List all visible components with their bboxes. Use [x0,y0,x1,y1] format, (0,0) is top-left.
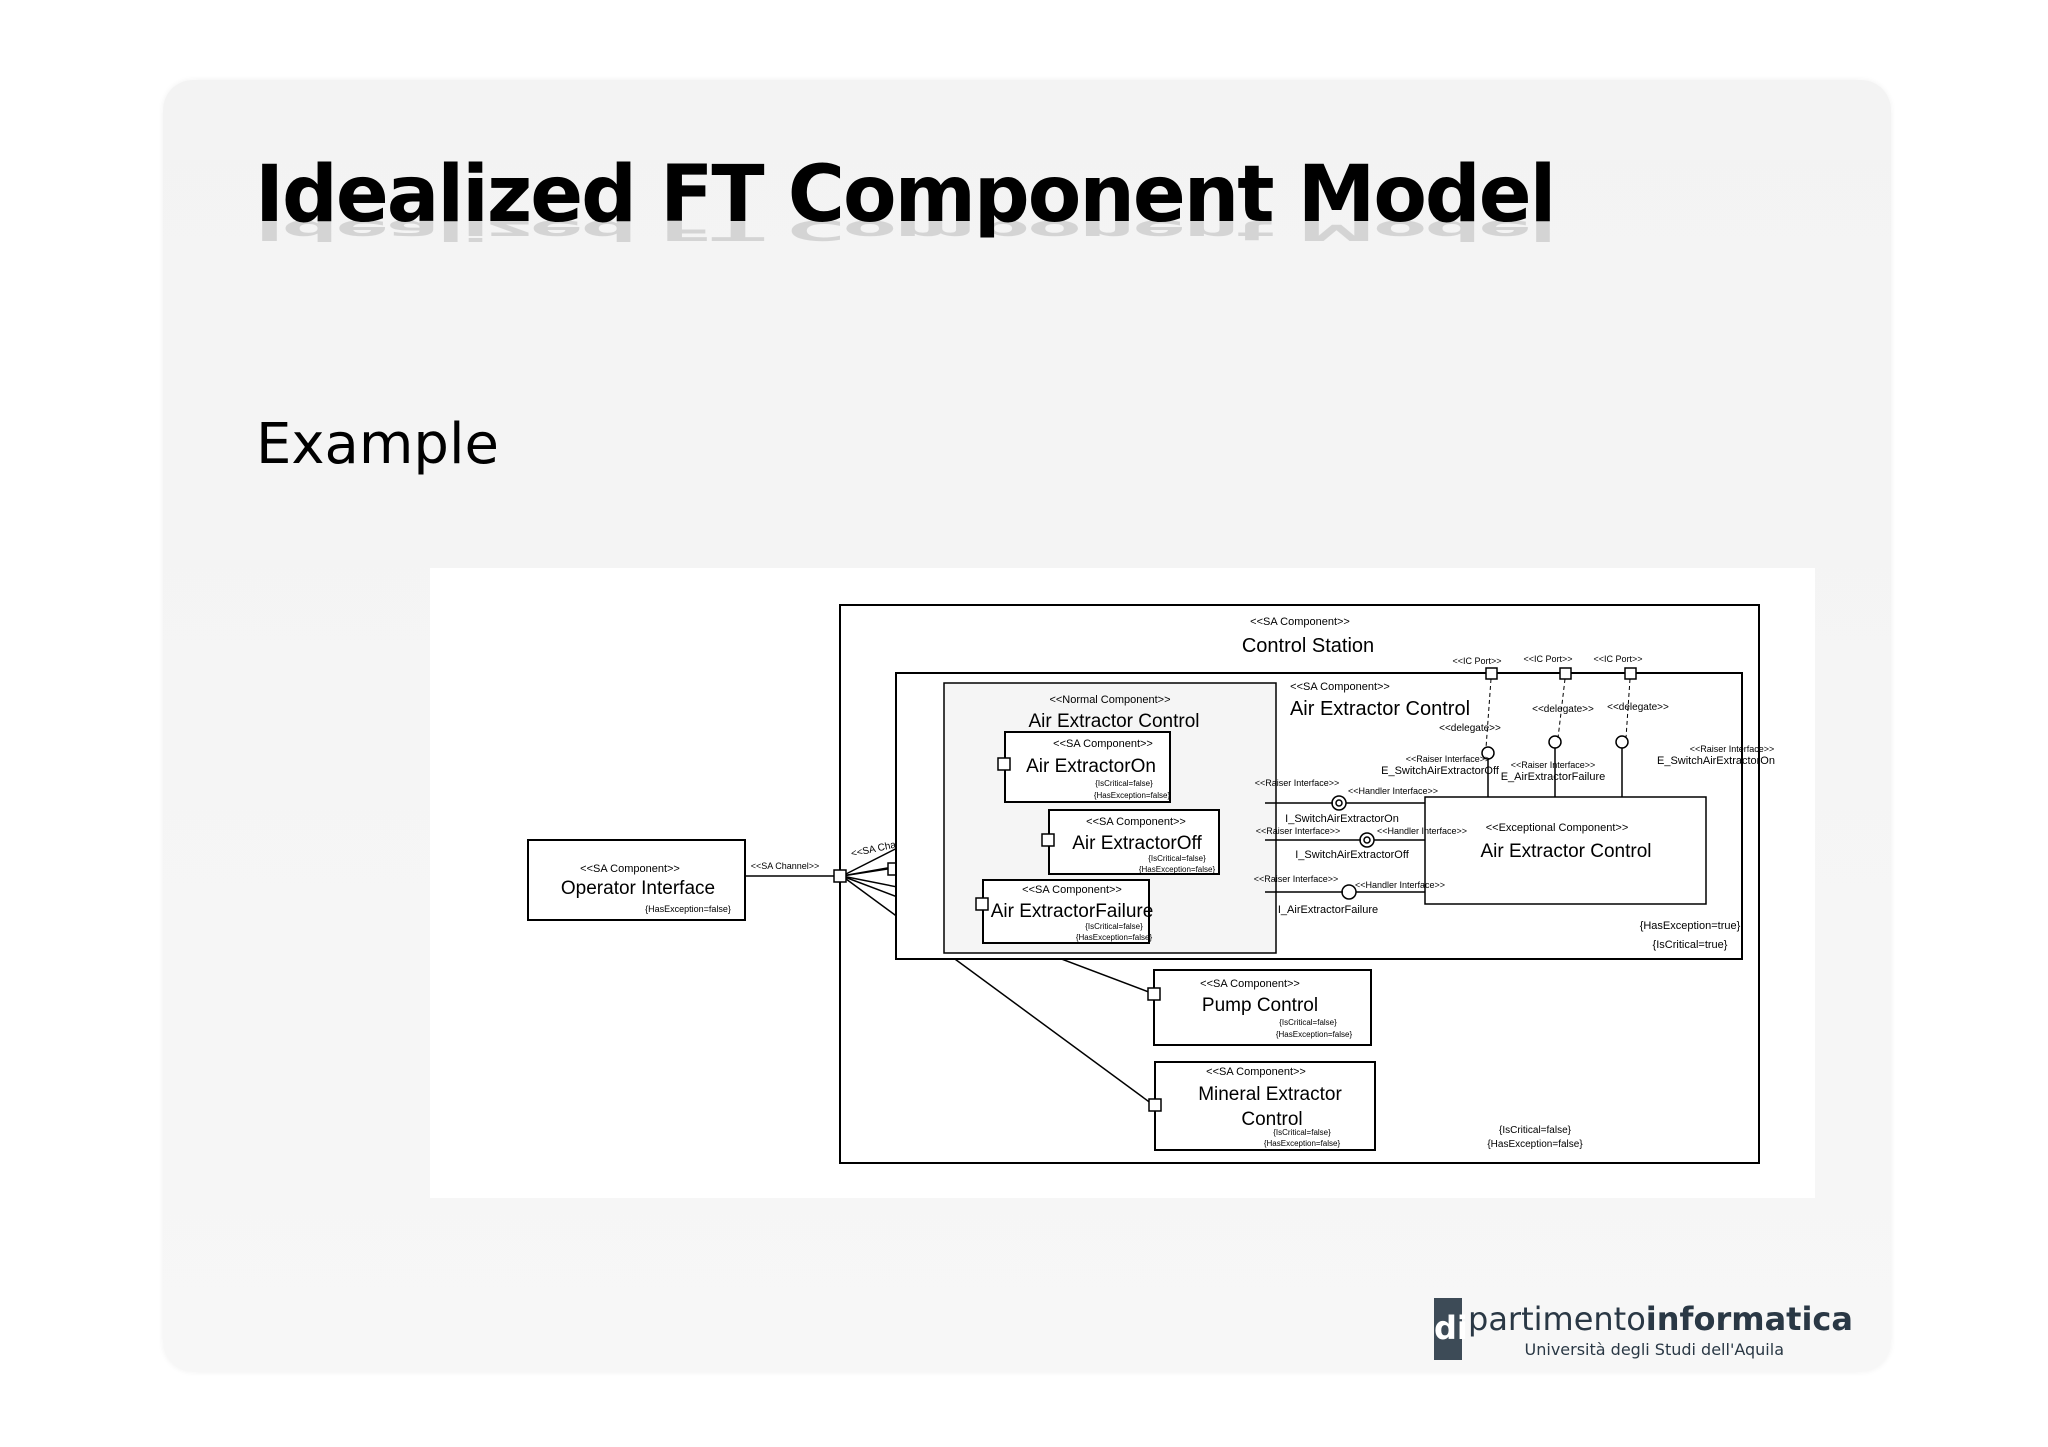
pump-control-exception: {HasException=false} [1276,1030,1353,1039]
logo-wordmark: partimentoinformatica [1468,1300,1853,1338]
air-extractor-on-stereotype: <<SA Component>> [1053,738,1153,750]
air-extractor-off-name: Air ExtractorOff [1072,833,1202,854]
operator-interface-name: Operator Interface [561,878,715,899]
air-extractor-on-exception: {HasException=false} [1094,791,1171,800]
pump-control-stereotype: <<SA Component>> [1200,978,1300,990]
operator-interface-box: <<SA Component>> Operator Interface {Has… [527,839,746,921]
exceptional-component-name: Air Extractor Control [1480,841,1651,862]
control-station-stereotype: <<SA Component>> [1250,616,1350,628]
air-extractor-on-critical: {IsCritical=false} [1095,779,1153,788]
control-station-critical: {IsCritical=false} [1499,1125,1572,1136]
air-extractor-control-sa-name: Air Extractor Control [1290,698,1470,720]
slide-title-reflection: Idealized FT Component Model [255,214,1555,247]
air-extractor-failure-box: <<SA Component>> Air ExtractorFailure {I… [975,879,1154,944]
exceptional-component-box: <<Exceptional Component>> Air Extractor … [1424,796,1707,905]
operator-interface-stereotype: <<SA Component>> [580,863,680,875]
air-extractor-failure-critical: {IsCritical=false} [1085,922,1143,931]
e-switch-on-label: E_SwitchAirExtractorOn [1657,755,1775,767]
slide-title: Idealized FT Component Model [255,150,1556,240]
air-extractor-off-critical: {IsCritical=false} [1148,854,1206,863]
air-extractor-off-box: <<SA Component>> Air ExtractorOff {IsCri… [1041,809,1220,875]
air-extractor-off-stereotype: <<SA Component>> [1086,816,1186,828]
air-extractor-on-box: <<SA Component>> Air ExtractorOn {IsCrit… [997,731,1171,803]
operator-interface-exception: {HasException=false} [645,904,731,914]
university-logo: di partimentoinformatica Università degl… [1434,1298,1853,1360]
delegate-label-3: <<delegate>> [1607,702,1669,713]
air-extractor-control-sa-exception: {HasException=true} [1640,920,1741,932]
air-extractor-off-exception: {HasException=false} [1139,865,1216,874]
e-switch-off-label: E_SwitchAirExtractorOff [1381,765,1500,777]
logo-wordmark-bold: informatica [1645,1300,1853,1338]
mineral-extractor-control-name-line1: Mineral Extractor [1198,1084,1342,1105]
pump-control-box: <<SA Component>> Pump Control {IsCritica… [1147,969,1372,1046]
raiser-interface-label-6: <<Raiser Interface>> [1254,874,1339,884]
mineral-extractor-control-critical: {IsCritical=false} [1273,1128,1331,1137]
i-switch-on-label: I_SwitchAirExtractorOn [1285,813,1399,825]
raiser-interface-label-2: <<Raiser Interface>> [1511,760,1596,770]
pump-control-critical: {IsCritical=false} [1279,1018,1337,1027]
mineral-extractor-control-name-line2: Control [1241,1109,1302,1130]
ic-port-label-2: <<IC Port>> [1523,654,1572,664]
delegate-label-1: <<delegate>> [1439,723,1501,734]
handler-interface-label-3: <<Handler Interface>> [1355,880,1445,890]
ic-ports: <<IC Port>> <<IC Port>> <<IC Port>> [1452,654,1643,680]
handler-interface-label-2: <<Handler Interface>> [1377,826,1467,836]
ic-port-label-1: <<IC Port>> [1452,656,1501,666]
normal-component-stereotype: <<Normal Component>> [1049,694,1170,706]
air-extractor-failure-exception: {HasException=false} [1076,933,1153,942]
raiser-interface-label-1: <<Raiser Interface>> [1406,754,1491,764]
delegate-label-2: <<delegate>> [1532,704,1594,715]
control-station-exception: {HasException=false} [1487,1139,1583,1150]
ic-port-label-3: <<IC Port>> [1593,654,1642,664]
logo-wordmark-light: partimento [1468,1300,1646,1338]
pump-control-name: Pump Control [1202,995,1318,1016]
mineral-extractor-control-box: <<SA Component>> Mineral Extractor Contr… [1148,1061,1376,1151]
handler-connectors [1265,795,1425,900]
mineral-extractor-control-exception: {HasException=false} [1264,1139,1341,1148]
air-extractor-on-name: Air ExtractorOn [1026,756,1156,777]
channel-label-1: <<SA Channel>> [751,861,820,871]
exceptional-component-stereotype: <<Exceptional Component>> [1486,822,1629,834]
e-failure-label: E_AirExtractorFailure [1501,771,1606,783]
air-extractor-failure-name: Air ExtractorFailure [991,901,1154,922]
air-extractor-failure-stereotype: <<SA Component>> [1022,884,1122,896]
raiser-sockets [1481,735,1629,797]
slide-subtitle: Example [256,412,499,477]
i-switch-off-label: I_SwitchAirExtractorOff [1295,849,1409,861]
handler-interface-label-1: <<Handler Interface>> [1348,786,1438,796]
logo-university: Università degli Studi dell'Aquila [1524,1340,1784,1359]
mineral-extractor-control-stereotype: <<SA Component>> [1206,1066,1306,1078]
component-diagram: <<SA Component>> Control Station {IsCrit… [430,568,1815,1198]
control-station-name: Control Station [1242,635,1374,657]
control-station-box: <<SA Component>> Control Station {IsCrit… [839,604,1760,1164]
raiser-interface-label-5: <<Raiser Interface>> [1256,826,1341,836]
delegate-lines [1485,678,1631,749]
air-extractor-control-sa-critical: {IsCritical=true} [1653,939,1728,951]
raiser-interface-label-3: <<Raiser Interface>> [1690,744,1775,754]
i-failure-label: I_AirExtractorFailure [1278,904,1378,916]
air-extractor-control-sa-stereotype: <<SA Component>> [1290,681,1390,693]
raiser-interface-label-4: <<Raiser Interface>> [1255,778,1340,788]
normal-component-name: Air Extractor Control [1028,711,1199,732]
logo-mark: di [1434,1298,1468,1360]
